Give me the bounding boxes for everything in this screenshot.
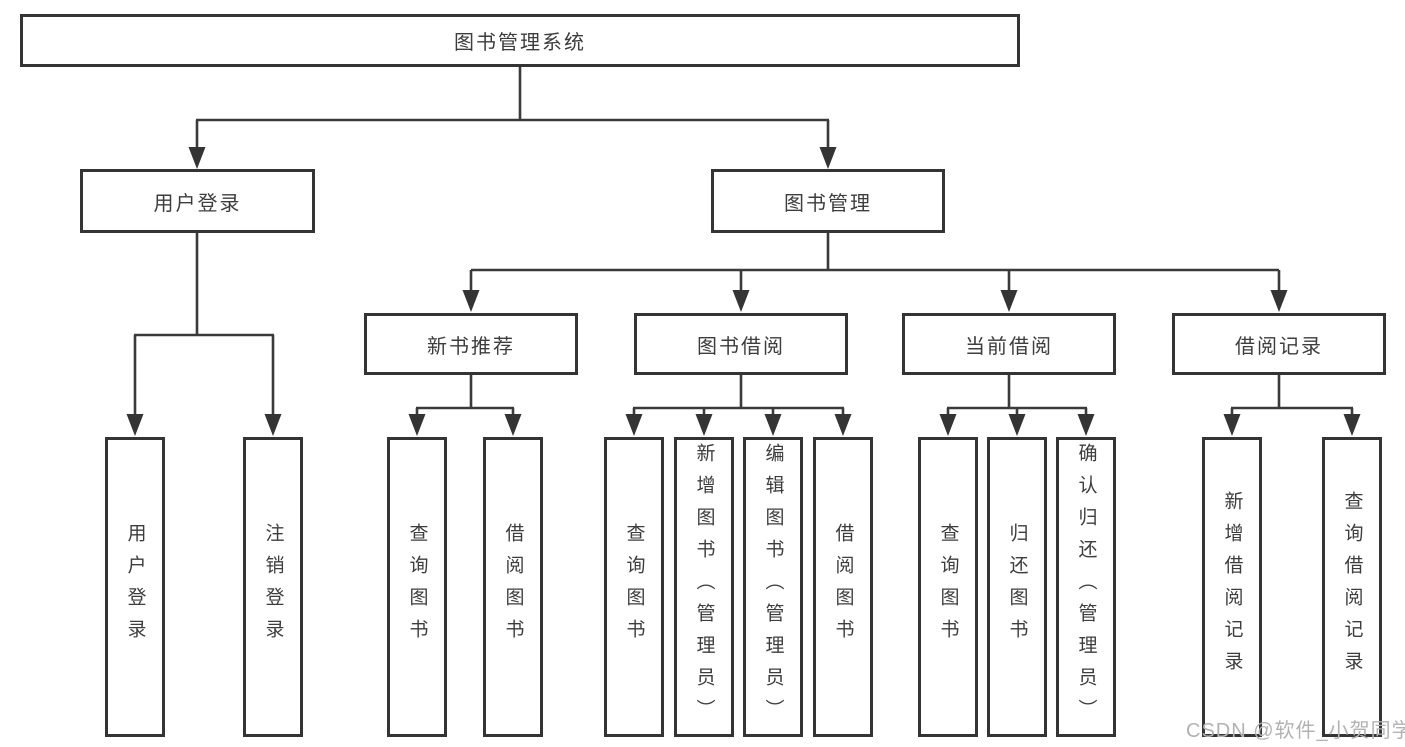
leaf-query-book-borrowing-label: 查询图书 — [623, 523, 645, 651]
leaf-confirm-return-admin-label: 确认归还（管理员） — [1075, 443, 1097, 731]
leaf-add-borrow-record: 新增借阅记录 — [1202, 437, 1262, 737]
leaf-query-borrow-record-label: 查询借阅记录 — [1341, 491, 1363, 683]
leaf-borrow-book-recommend-label: 借阅图书 — [502, 523, 524, 651]
node-borrowing-records: 借阅记录 — [1172, 313, 1386, 375]
node-new-book-recommendation: 新书推荐 — [364, 313, 578, 375]
leaf-logout: 注销登录 — [243, 437, 303, 737]
node-book-borrowing: 图书借阅 — [634, 313, 848, 375]
leaf-borrow-book-recommend: 借阅图书 — [483, 437, 543, 737]
node-root-label: 图书管理系统 — [454, 32, 586, 54]
node-book-management-branch: 图书管理 — [711, 169, 945, 233]
node-new-book-recommendation-label: 新书推荐 — [427, 335, 515, 358]
leaf-add-book-admin: 新增图书（管理员） — [674, 437, 734, 737]
leaf-logout-label: 注销登录 — [262, 523, 284, 651]
leaf-query-book-current: 查询图书 — [918, 437, 978, 737]
leaf-add-book-admin-label: 新增图书（管理员） — [693, 443, 715, 731]
leaf-user-login: 用户登录 — [105, 437, 165, 737]
leaf-return-book: 归还图书 — [987, 437, 1047, 737]
node-current-borrowing-label: 当前借阅 — [965, 335, 1053, 358]
leaf-borrow-book: 借阅图书 — [813, 437, 873, 737]
csdn-watermark: CSDN @软件_小贺同学 — [1186, 720, 1405, 742]
leaf-return-book-label: 归还图书 — [1006, 523, 1028, 651]
node-root-library-management-system: 图书管理系统 — [20, 14, 1020, 67]
node-book-borrowing-label: 图书借阅 — [697, 335, 785, 358]
leaf-edit-book-admin-label: 编辑图书（管理员） — [762, 443, 784, 731]
node-current-borrowing: 当前借阅 — [902, 313, 1116, 375]
leaf-confirm-return-admin: 确认归还（管理员） — [1056, 437, 1116, 737]
node-user-login-branch: 用户登录 — [80, 169, 315, 233]
leaf-edit-book-admin: 编辑图书（管理员） — [743, 437, 803, 737]
leaf-query-book-current-label: 查询图书 — [937, 523, 959, 651]
node-user-login-label: 用户登录 — [153, 192, 242, 215]
leaf-user-login-label: 用户登录 — [124, 523, 146, 651]
leaf-add-borrow-record-label: 新增借阅记录 — [1221, 491, 1243, 683]
node-book-management-label: 图书管理 — [784, 192, 872, 215]
node-borrowing-records-label: 借阅记录 — [1235, 335, 1323, 358]
leaf-query-book-borrowing: 查询图书 — [604, 437, 664, 737]
leaf-query-borrow-record: 查询借阅记录 — [1322, 437, 1382, 737]
leaf-query-book-recommend-label: 查询图书 — [406, 523, 428, 651]
leaf-query-book-recommend: 查询图书 — [387, 437, 447, 737]
leaf-borrow-book-label: 借阅图书 — [832, 523, 854, 651]
